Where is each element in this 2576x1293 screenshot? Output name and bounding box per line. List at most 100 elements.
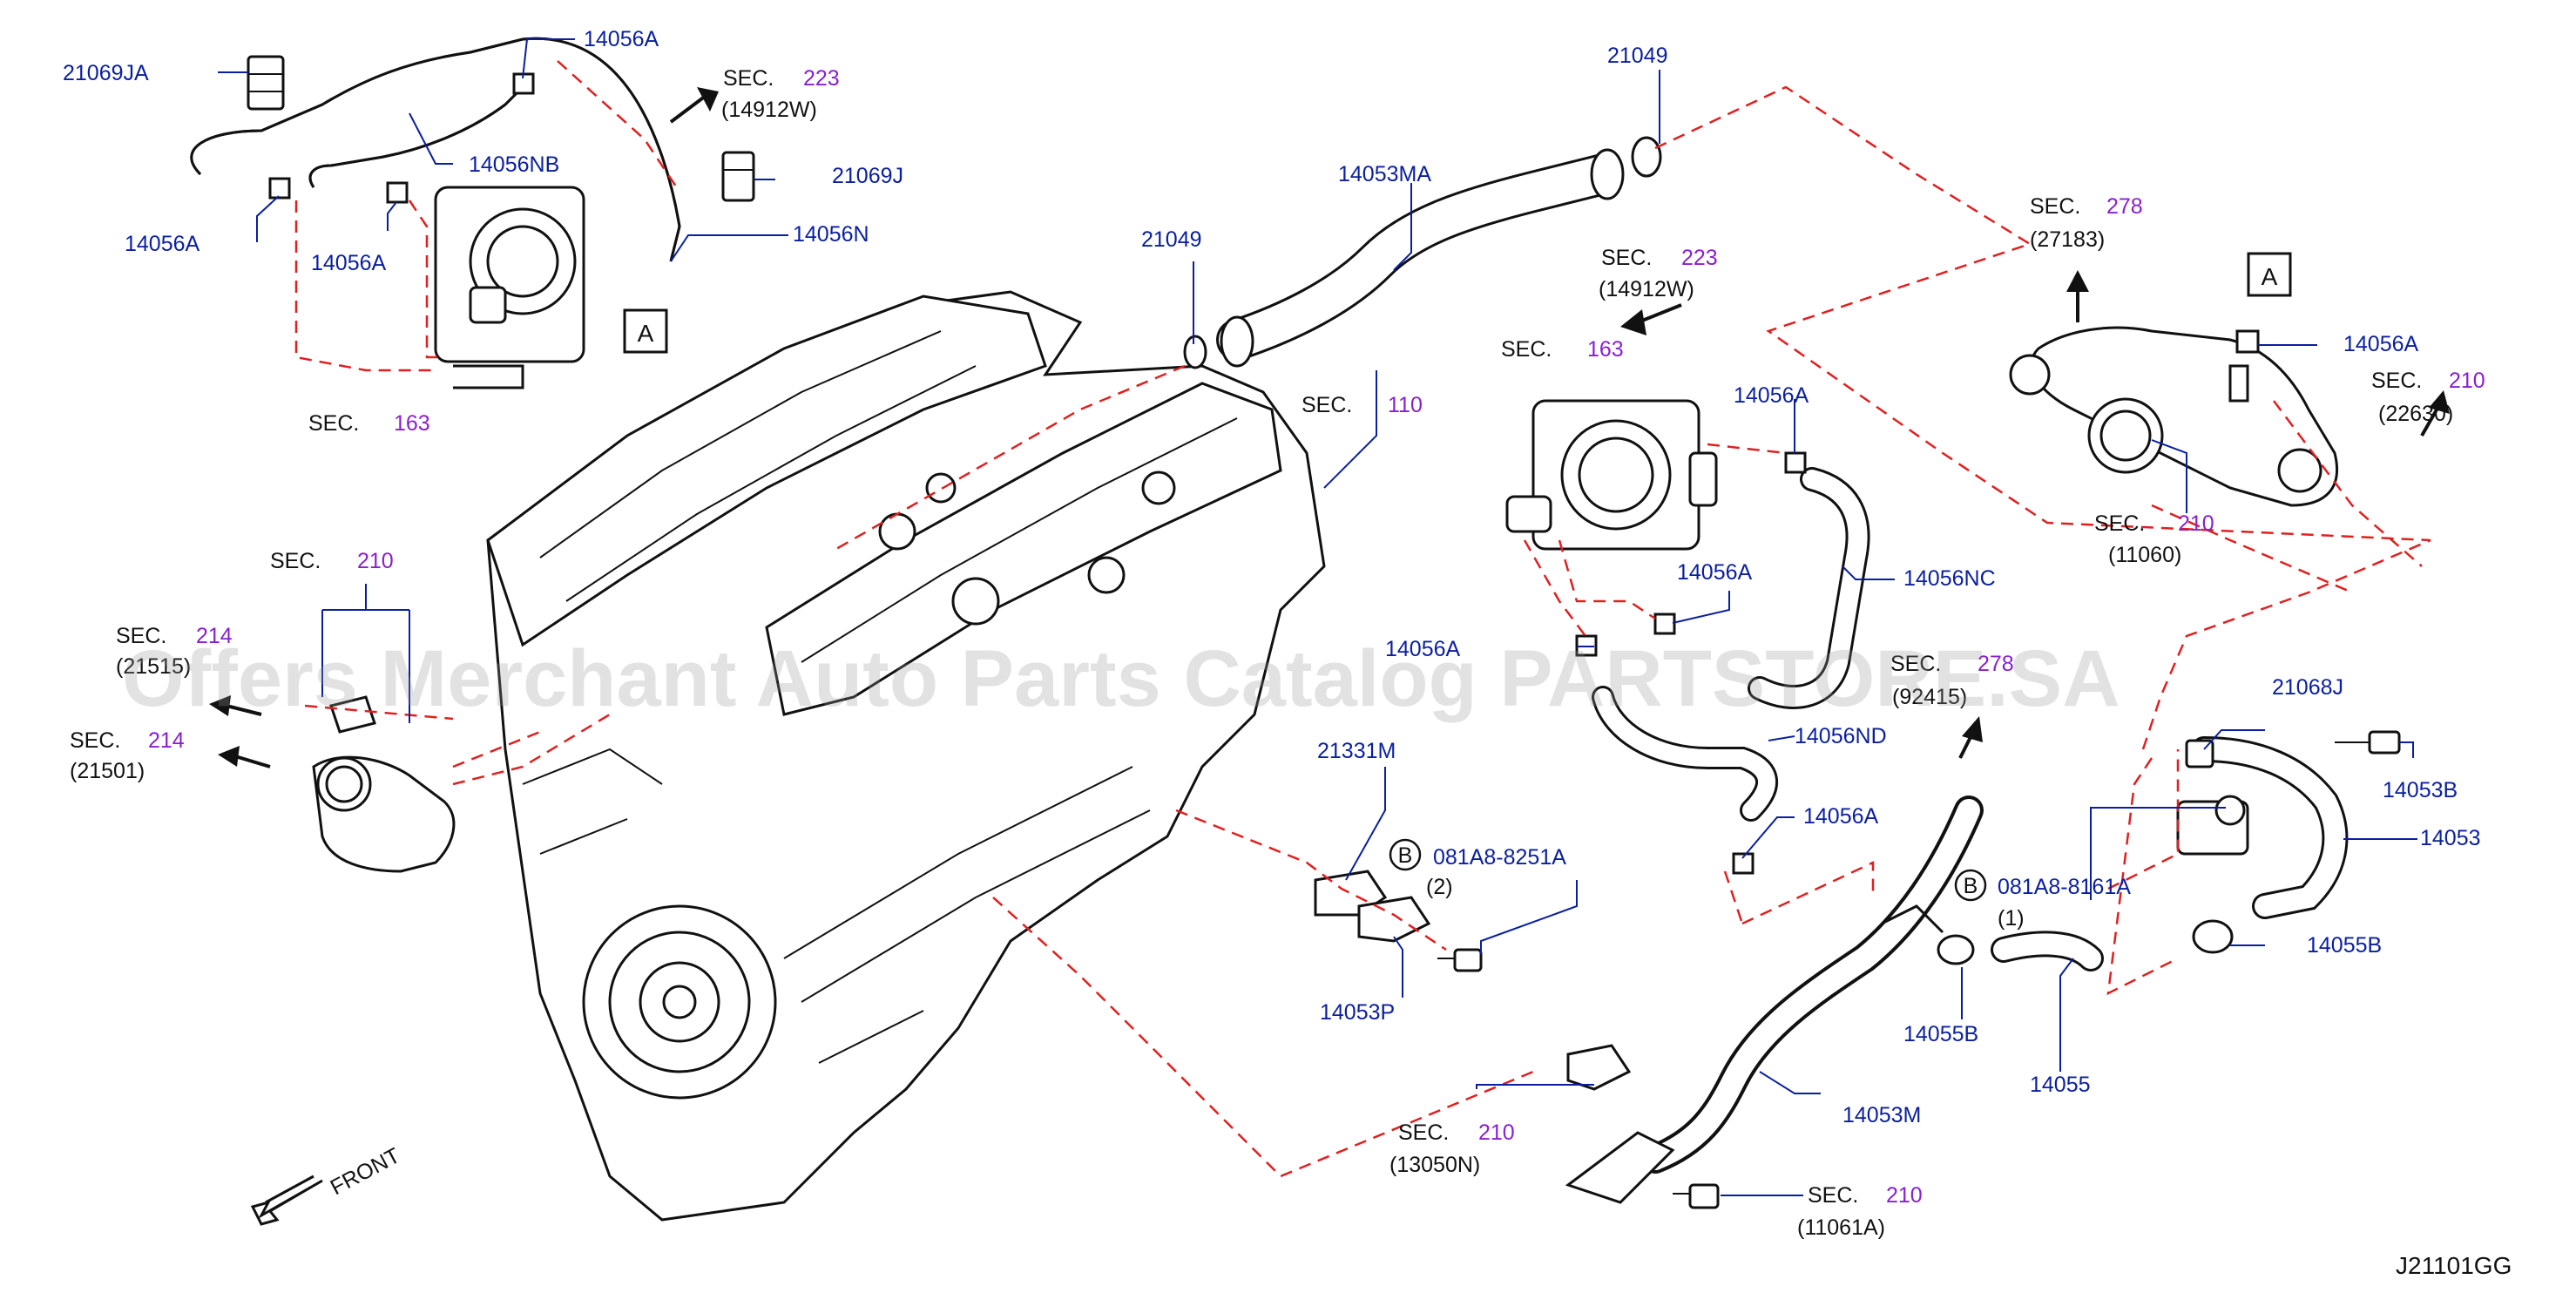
label-sec-223-mid: SEC. [1601,246,1652,270]
front-arrow-icon [250,1175,323,1226]
label-sec-163-mid: SEC. [1501,337,1552,362]
label-sec-214-b-sub: (21501) [70,759,145,783]
label-sec-110: SEC. [1302,393,1352,417]
label-sec-278-right: SEC. [2030,194,2080,219]
label-081a8-8161a: 081A8-8161A [1998,875,2131,899]
gasket-13050n [1566,1044,1632,1091]
throttle-body-center [1505,399,1718,551]
bolt-11061a [1673,1183,1720,1209]
label-14056a-mid2: 14056A [1677,560,1753,585]
pipe-14053 [2176,736,2349,919]
label-sec-278-right-sub: (27183) [2030,227,2105,252]
direction-arrows [209,87,2450,768]
label-sec-214-a-num: 214 [196,624,233,648]
label-sec-210-leftmid: SEC. [270,549,321,573]
label-14056a-mid3: 14056A [1385,637,1461,661]
label-sec-214-a: SEC. [116,624,166,648]
clamp-21069j [721,151,755,202]
label-front: FRONT [327,1143,404,1200]
label-21068j: 21068J [2272,675,2343,700]
label-sec-110-num: 110 [1388,393,1423,417]
diagram-code: J21101GG [2396,1252,2512,1279]
label-14056a-left: 14056A [125,232,200,256]
label-sec-210-11060: SEC. [2094,511,2145,536]
plate-14053p [1357,896,1431,943]
hose-14056nc [1748,467,1870,709]
label-14056a-right: 14056A [2343,332,2419,356]
clamp-21069ja [247,55,285,111]
label-14055b-right: 14055B [2307,933,2382,958]
box-a-left-label: A [638,320,654,347]
label-21331m: 21331M [1317,739,1396,763]
label-081a8-8251a-qty: (2) [1426,875,1453,899]
label-14053ma: 14053MA [1338,162,1431,186]
label-sec-223-mid-sub: (14912W) [1599,277,1694,301]
label-21069j: 21069J [832,164,903,188]
label-14053: 14053 [2420,826,2481,850]
label-14055b-mid: 14055B [1903,1022,1978,1046]
water-inlet-left [312,695,456,873]
label-sec-210-11061-num: 210 [1886,1183,1923,1208]
leader-lines [218,38,2417,1196]
throttle-body-left [434,186,585,389]
label-sec-210-13050-num: 210 [1478,1120,1515,1145]
label-14053m: 14053M [1842,1103,1921,1127]
label-sec-278-mid: SEC. [1890,652,1941,676]
hose-14055 [1991,931,2104,971]
label-sec-210-11061-sub: (11061A) [1797,1215,1885,1240]
dashed-connector-lines [294,60,2431,1178]
label-sec-278-mid-sub: (92415) [1892,685,1967,709]
label-sec-210-13050-sub: (13050N) [1389,1153,1480,1177]
label-14056nd: 14056ND [1795,724,1887,748]
reference-box-a-right: A [2247,252,2292,297]
label-sec-210-leftmid-num: 210 [357,549,394,573]
bolt-081a8-8251a [1437,948,1483,972]
label-sec-210-13050: SEC. [1398,1120,1449,1145]
clamp-14055b-mid [1937,934,1975,965]
pipe-14053m [1565,795,1984,1204]
label-14056nb: 14056NB [469,152,559,177]
label-sec-163-mid-num: 163 [1587,337,1624,362]
label-sec-278-right-num: 278 [2106,194,2143,219]
label-14056a-mid1: 14056A [1734,383,1809,408]
pipe-14053ma [1216,148,1625,368]
label-sec-210-11060-sub: (11060) [2108,543,2181,567]
label-sec-223-top-num: 223 [803,66,840,91]
label-21049-top: 21049 [1607,44,1668,68]
label-sec-223-top: SEC. [723,66,774,91]
circle-b-2-label: B [1964,874,1978,898]
label-14056a-mid4: 14056A [1803,804,1879,829]
label-sec-210-right: SEC. [2371,369,2422,393]
circle-b-marker-2: B [1954,869,1987,902]
label-14056a-top: 14056A [584,27,659,51]
clamp-14055b-right [2192,919,2234,954]
label-14056n: 14056N [793,222,869,247]
engine-block [486,290,1326,1222]
label-14056a-left2: 14056A [311,251,387,275]
label-14055: 14055 [2030,1073,2091,1097]
hose-14056nd [1592,686,1779,822]
hose-14056n-assembly [190,37,681,262]
label-sec-210-right-num: 210 [2449,369,2485,393]
label-14056nc: 14056NC [1903,566,1996,591]
label-sec-210-11061: SEC. [1808,1183,1858,1208]
label-14053b: 14053B [2383,778,2458,802]
label-sec-214-b-num: 214 [148,728,185,753]
label-21069ja: 21069JA [63,61,149,85]
reference-box-a-left: A [623,308,668,354]
label-sec-223-top-sub: (14912W) [721,98,817,122]
watermark-text: Offers Merchant Auto Parts Catalog PARTS… [122,634,2120,723]
clip-14056a-right [2235,329,2260,354]
clips-14056a-center [1575,451,1807,875]
label-081a8-8161a-qty: (1) [1998,906,2025,931]
label-081a8-8251a: 081A8-8251A [1433,845,1566,870]
label-sec-214-a-sub: (21515) [116,654,191,679]
circle-b-marker-1: B [1389,838,1422,871]
label-sec-223-mid-num: 223 [1681,246,1718,270]
label-sec-278-mid-num: 278 [1978,652,2014,676]
bolt-14053b [2335,730,2401,755]
label-sec-163-left: SEC. [308,411,359,436]
crank-pulley [582,904,777,1100]
water-outlet-right [2009,326,2339,507]
